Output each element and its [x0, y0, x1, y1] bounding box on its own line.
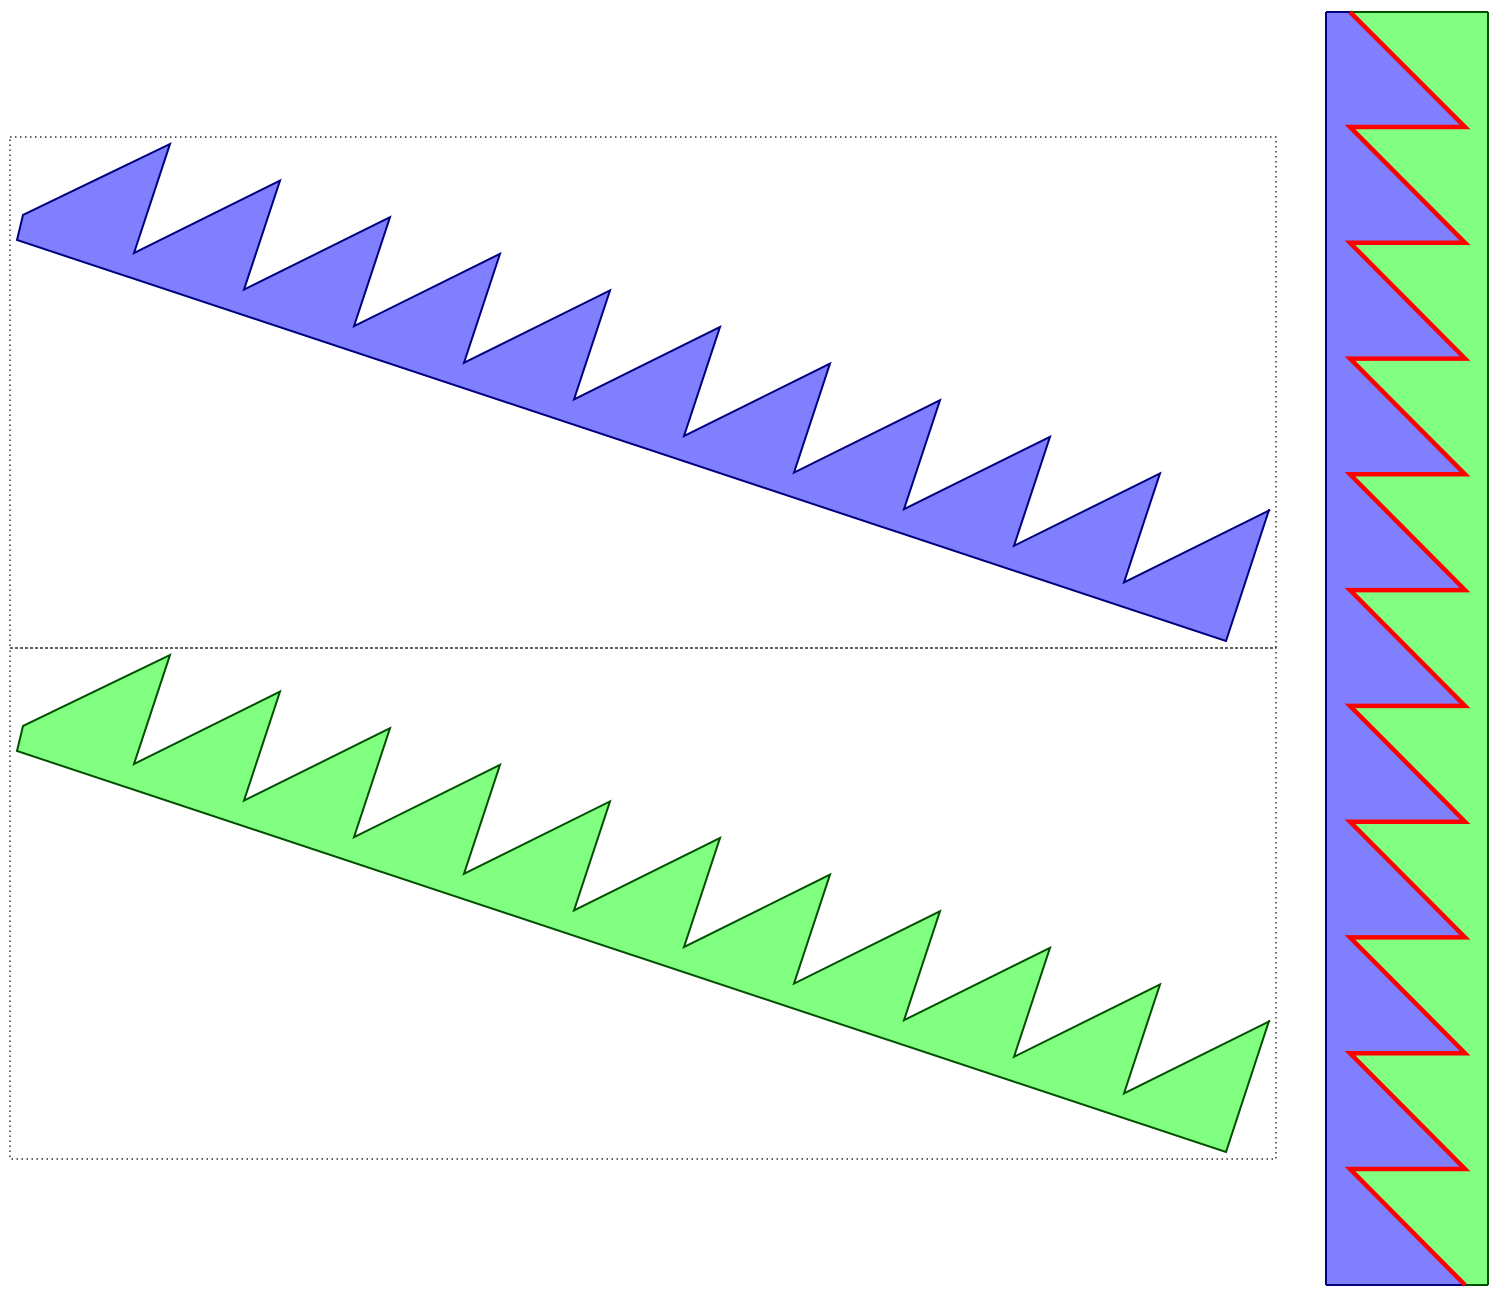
blue-sawtooth-strip-shape: [15, 142, 1271, 643]
column-blue-region: [1326, 12, 1465, 1285]
dotted-frame-bottom: [9, 647, 1277, 1160]
dotted-frames: [9, 136, 1277, 1160]
blue-sawtooth-strip: [15, 142, 1271, 643]
column-green-region: [1350, 12, 1488, 1285]
assembled-zigzag-column: [1325, 10, 1489, 1287]
dotted-frame-top: [9, 136, 1277, 649]
green-sawtooth-strip: [15, 653, 1271, 1154]
red-zigzag-cut-line: [1344, 10, 1471, 1287]
sawtooth-strips: [15, 142, 1271, 1154]
green-sawtooth-strip-shape: [15, 653, 1271, 1154]
